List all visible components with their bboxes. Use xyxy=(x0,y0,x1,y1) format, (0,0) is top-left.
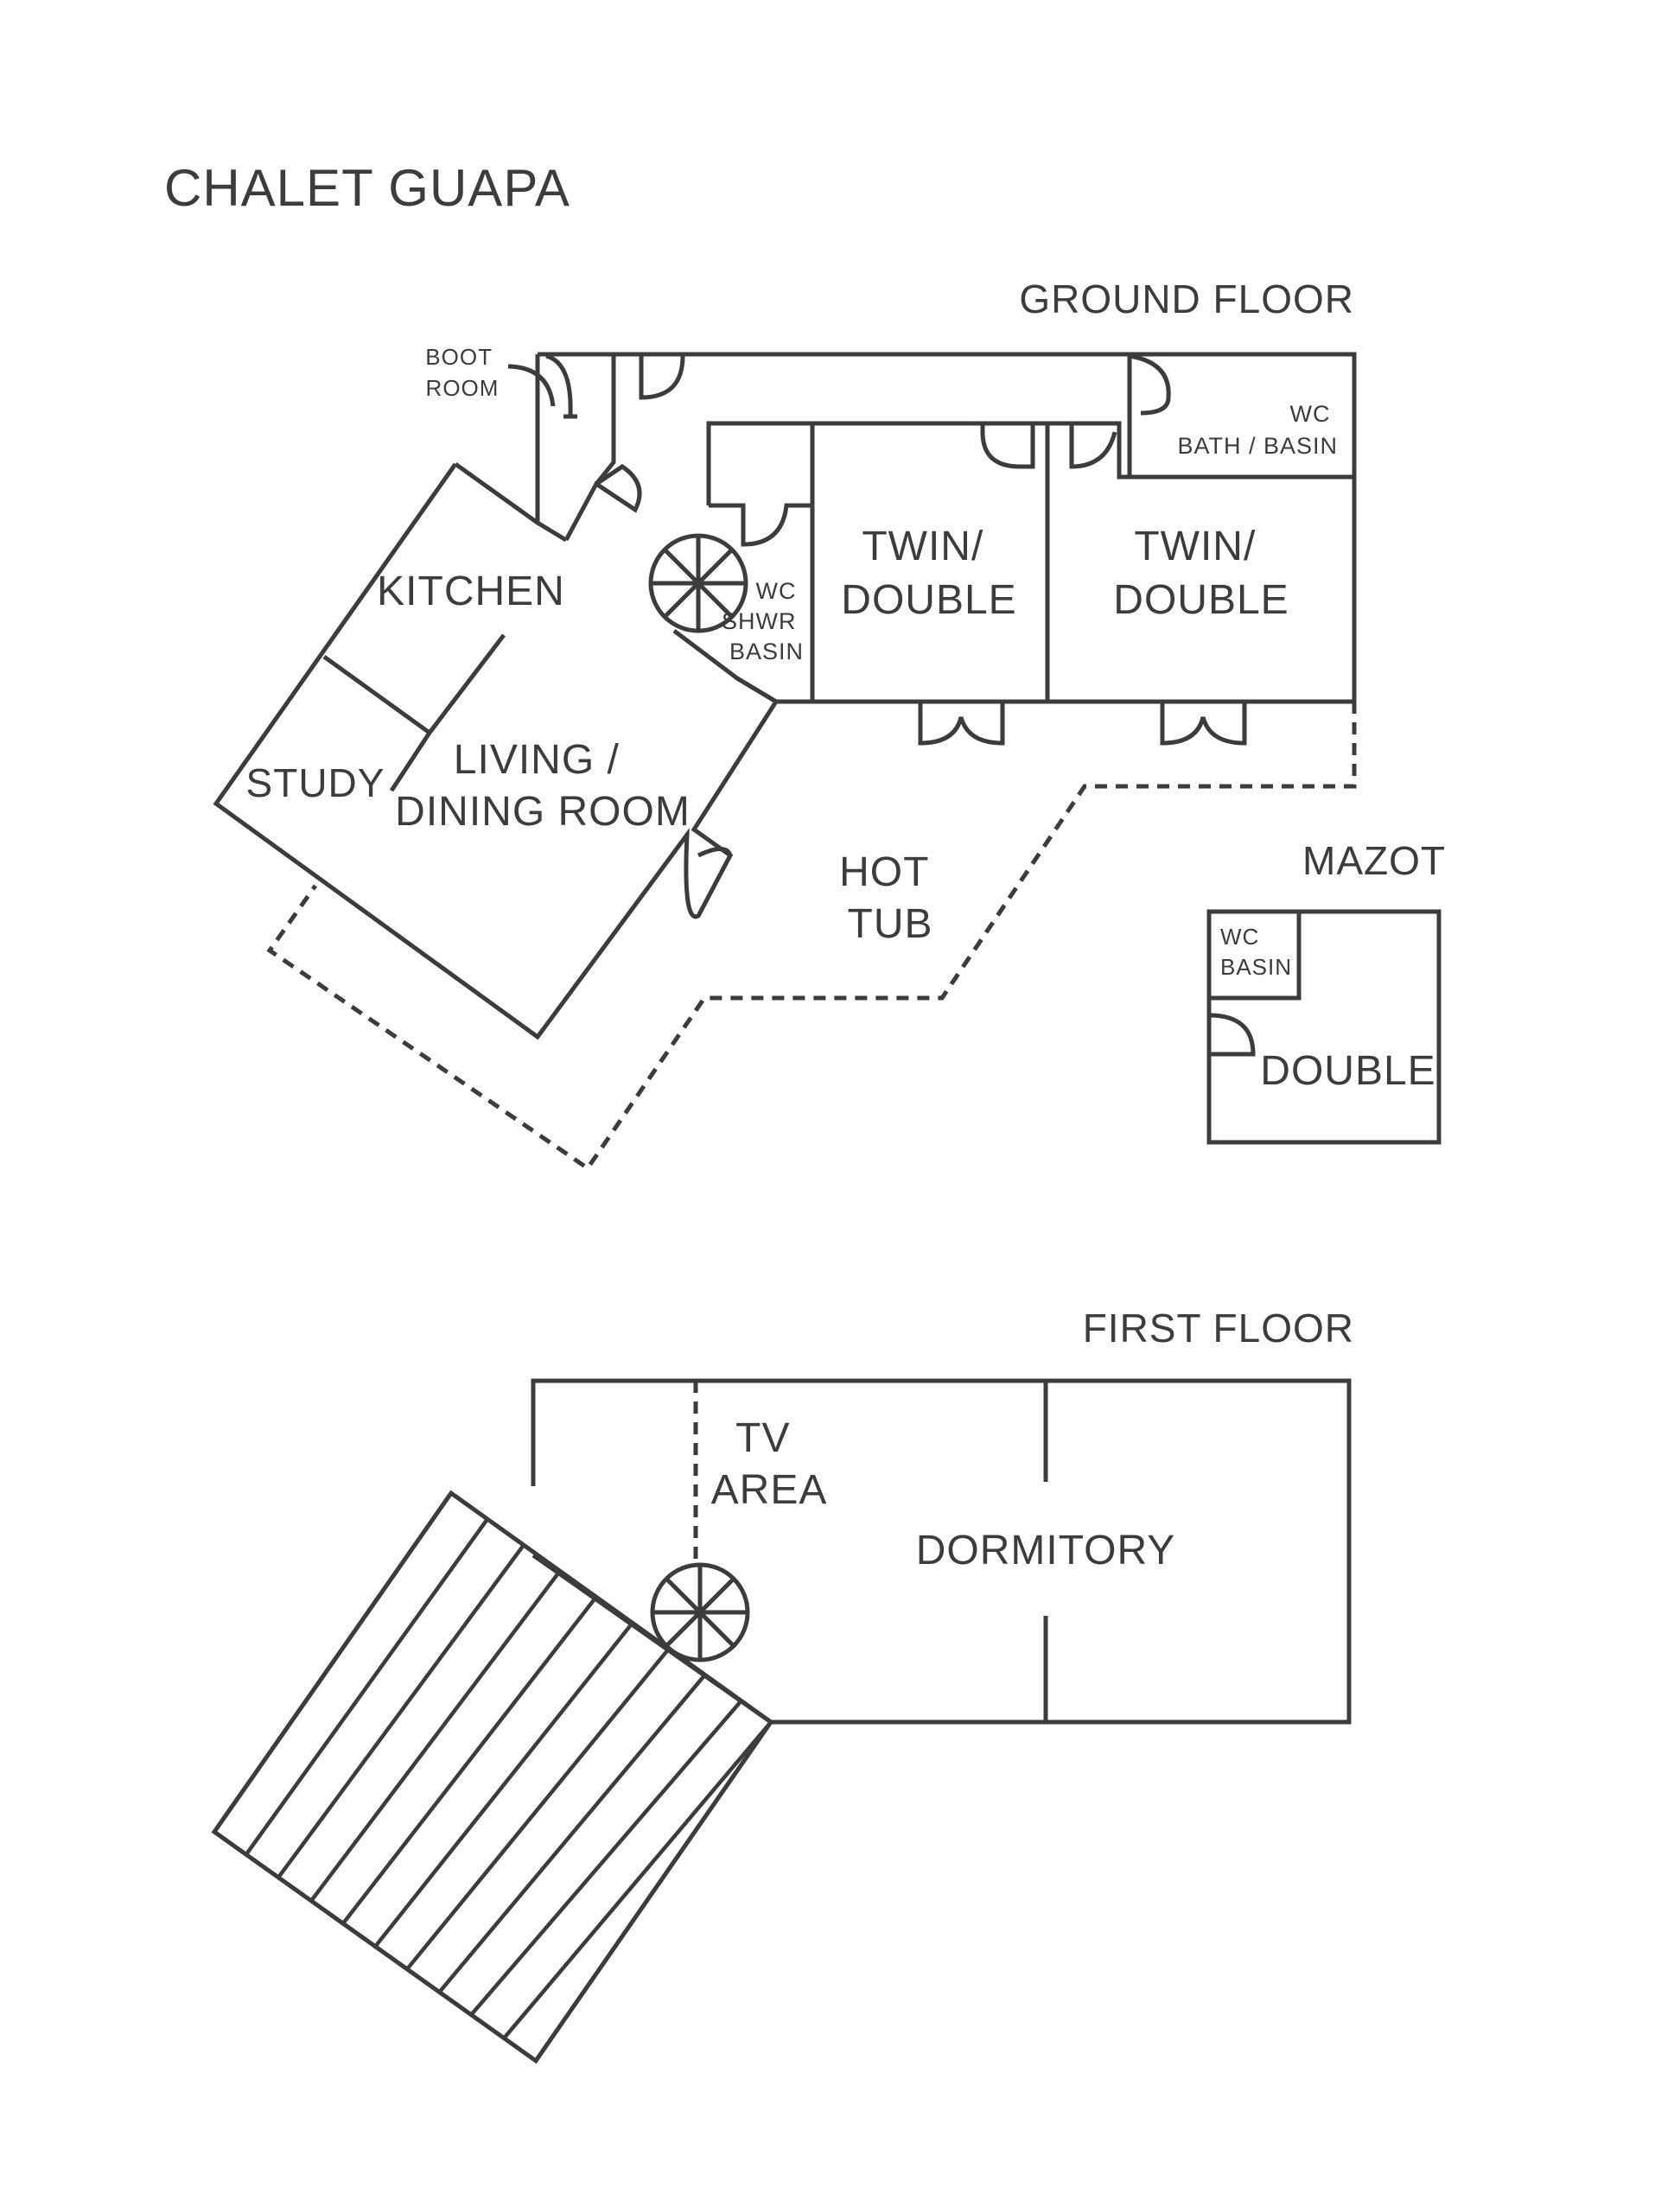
top-door-1 xyxy=(639,355,685,400)
page-title: CHALET GUAPA xyxy=(164,159,570,217)
boot-room-right-wall xyxy=(595,354,616,486)
twin-double-2-label: TWIN/ DOUBLE xyxy=(1113,524,1289,623)
twin-room-1-bottom-door xyxy=(918,702,1005,746)
ground-floor-plan: BOOT ROOM KITCHEN STUDY LIVING / DINING … xyxy=(213,344,1357,1172)
first-floor-plan: TV AREA DORMITORY xyxy=(211,1378,1352,2064)
study-partition xyxy=(322,654,431,735)
boot-room-label: BOOT ROOM xyxy=(425,344,499,401)
mazot-wc-wall xyxy=(1209,912,1302,1001)
living-dining-label: LIVING / DINING ROOM xyxy=(395,737,691,835)
mazot-heading: MAZOT xyxy=(1302,838,1446,883)
hot-tub-outline xyxy=(266,702,1357,1172)
twin-double-1-label: TWIN/ DOUBLE xyxy=(841,524,1016,623)
boot-room-door xyxy=(545,353,577,419)
mazot-wc-label: WC BASIN xyxy=(1220,924,1292,980)
twin-room-1-top-door xyxy=(980,423,1035,469)
twin-room-2-top-door xyxy=(1069,423,1117,469)
mazot-double-label: DOUBLE xyxy=(1260,1048,1435,1094)
kitchen-top-wall xyxy=(454,461,568,543)
study-label: STUDY xyxy=(246,760,385,805)
mazot-plan: WC BASIN DOUBLE xyxy=(1206,909,1442,1145)
kitchen-living-partition xyxy=(389,633,506,792)
spiral-stair-icon xyxy=(648,533,748,633)
ground-floor-heading: GROUND FLOOR xyxy=(1019,276,1354,321)
kitchen-label: KITCHEN xyxy=(377,569,565,614)
shower-room-wall xyxy=(706,421,815,702)
twin-room-2-bottom-door xyxy=(1160,702,1247,746)
tv-area-label: TV AREA xyxy=(711,1415,828,1513)
top-door-2 xyxy=(1129,353,1171,416)
shower-room-label: WC SHWR BASIN xyxy=(722,578,804,664)
twin-room-2-wall xyxy=(1047,421,1354,480)
dormitory-label: DORMITORY xyxy=(916,1528,1176,1573)
shower-room-inner xyxy=(709,503,812,547)
living-door xyxy=(697,847,733,858)
first-floor-heading: FIRST FLOOR xyxy=(1083,1306,1354,1351)
mazot-wc-door xyxy=(1208,1013,1256,1057)
hot-tub-label: HOT TUB xyxy=(839,849,941,947)
void-hatched-area xyxy=(211,1490,774,2064)
first-floor-spiral-stair-icon xyxy=(650,1562,750,1662)
main-house-wall xyxy=(213,462,780,1040)
mazot-outline xyxy=(1206,909,1442,1145)
shower-diagonal xyxy=(672,629,812,704)
bath-room-label: WC BATH / BASIN xyxy=(1177,401,1338,459)
boot-room-pointer xyxy=(507,364,556,407)
boot-room-exit-door xyxy=(563,463,642,542)
